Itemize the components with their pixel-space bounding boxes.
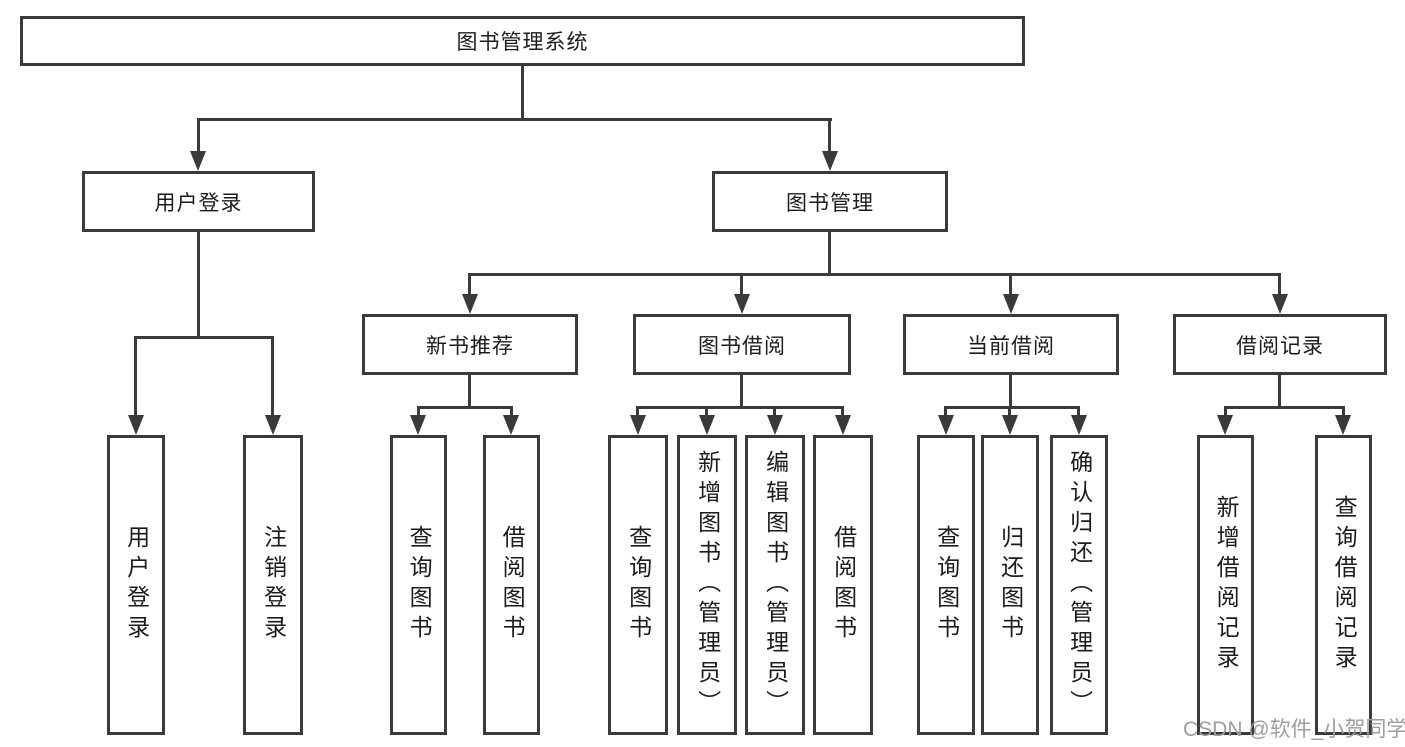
arrowhead-down-icon <box>938 415 954 435</box>
connector-rail <box>417 406 513 409</box>
connector-drop <box>197 118 200 154</box>
arrowhead-down-icon <box>1002 415 1018 435</box>
leaf-cb-return-books: 归还图书 <box>981 435 1039 735</box>
connector-stem <box>521 66 524 119</box>
node-book-borrow: 图书借阅 <box>633 314 851 375</box>
arrowhead-down-icon <box>630 415 646 435</box>
connector-drop <box>271 336 274 417</box>
arrowhead-down-icon <box>835 415 851 435</box>
arrowhead-down-icon <box>1003 294 1019 314</box>
csdn-watermark: CSDN @软件_小贺同学 <box>1183 718 1405 741</box>
node-label: 图书管理 <box>786 191 874 215</box>
connector-stem <box>740 375 743 408</box>
leaf-label: 编辑图书（管理员） <box>762 450 789 720</box>
leaf-nb-borrow-books: 借阅图书 <box>483 435 540 735</box>
connector-drop <box>468 273 471 297</box>
leaf-label: 查询图书 <box>933 525 960 645</box>
connector-rail <box>197 118 832 121</box>
node-label: 用户登录 <box>154 191 243 215</box>
connector-drop <box>1077 406 1080 418</box>
node-user-login: 用户登录 <box>82 171 315 232</box>
leaf-label: 查询图书 <box>406 525 433 645</box>
leaf-label: 新增图书（管理员） <box>694 450 721 720</box>
connector-drop <box>636 406 639 418</box>
node-root: 图书管理系统 <box>20 16 1025 66</box>
connector-drop <box>944 406 947 418</box>
connector-drop <box>134 336 137 417</box>
connector-drop <box>740 273 743 297</box>
connector-stem <box>1009 375 1012 408</box>
arrowhead-down-icon <box>462 294 478 314</box>
leaf-bb-borrow-books: 借阅图书 <box>813 435 873 735</box>
arrowhead-down-icon <box>734 294 750 314</box>
leaf-bb-query-books: 查询图书 <box>608 435 668 735</box>
arrowhead-down-icon <box>410 415 426 435</box>
connector-rail <box>944 406 1080 409</box>
connector-rail <box>468 273 1281 276</box>
node-label: 当前借阅 <box>967 334 1055 358</box>
leaf-label: 查询图书 <box>625 525 652 645</box>
arrowhead-down-icon <box>503 415 519 435</box>
connector-drop <box>1342 406 1345 418</box>
leaf-label: 新增借阅记录 <box>1213 495 1240 675</box>
connector-rail <box>636 406 844 409</box>
leaf-label: 确认归还（管理员） <box>1066 450 1093 720</box>
connector-drop <box>828 118 831 154</box>
leaf-label: 借阅图书 <box>499 525 526 645</box>
node-current-borrow: 当前借阅 <box>903 314 1119 375</box>
connector-stem <box>197 232 200 339</box>
leaf-label: 查询借阅记录 <box>1331 495 1358 675</box>
node-label: 图书管理系统 <box>456 31 589 54</box>
arrowhead-down-icon <box>822 151 838 171</box>
connector-stem <box>828 232 831 275</box>
leaf-user-login: 用户登录 <box>107 435 165 735</box>
connector-drop <box>510 406 513 418</box>
arrowhead-down-icon <box>128 415 144 435</box>
connector-drop <box>773 406 776 418</box>
leaf-label: 归还图书 <box>997 525 1024 645</box>
connector-drop <box>1009 273 1012 297</box>
arrowhead-down-icon <box>190 151 206 171</box>
connector-drop <box>705 406 708 418</box>
node-label: 图书借阅 <box>698 334 786 358</box>
leaf-label: 借阅图书 <box>830 525 857 645</box>
arrowhead-down-icon <box>1335 415 1351 435</box>
leaf-bb-add-books-admin: 新增图书（管理员） <box>677 435 737 735</box>
arrowhead-down-icon <box>1071 415 1087 435</box>
node-label: 借阅记录 <box>1236 334 1324 358</box>
node-label: 新书推荐 <box>426 334 514 358</box>
leaf-cb-query-books: 查询图书 <box>917 435 975 735</box>
connector-drop <box>841 406 844 418</box>
leaf-logout: 注销登录 <box>243 435 303 735</box>
leaf-cb-confirm-return-admin: 确认归还（管理员） <box>1050 435 1108 735</box>
connector-stem <box>468 375 471 408</box>
leaf-label: 注销登录 <box>260 525 287 645</box>
node-new-book-recommend: 新书推荐 <box>362 314 578 375</box>
leaf-label: 用户登录 <box>123 525 150 645</box>
connector-drop <box>1278 273 1281 297</box>
connector-drop <box>417 406 420 418</box>
connector-drop <box>1008 406 1011 418</box>
node-book-management: 图书管理 <box>712 171 948 232</box>
arrowhead-down-icon <box>1217 415 1233 435</box>
arrowhead-down-icon <box>699 415 715 435</box>
leaf-bb-edit-books-admin: 编辑图书（管理员） <box>745 435 805 735</box>
arrowhead-down-icon <box>1272 294 1288 314</box>
connector-rail <box>134 336 274 339</box>
leaf-nb-query-books: 查询图书 <box>390 435 447 735</box>
arrowhead-down-icon <box>265 415 281 435</box>
connector-stem <box>1278 375 1281 408</box>
node-borrow-records: 借阅记录 <box>1173 314 1387 375</box>
connector-drop <box>1224 406 1227 418</box>
connector-rail <box>1224 406 1345 409</box>
arrowhead-down-icon <box>767 415 783 435</box>
leaf-br-add-record: 新增借阅记录 <box>1197 435 1254 735</box>
leaf-br-query-record: 查询借阅记录 <box>1315 435 1372 735</box>
